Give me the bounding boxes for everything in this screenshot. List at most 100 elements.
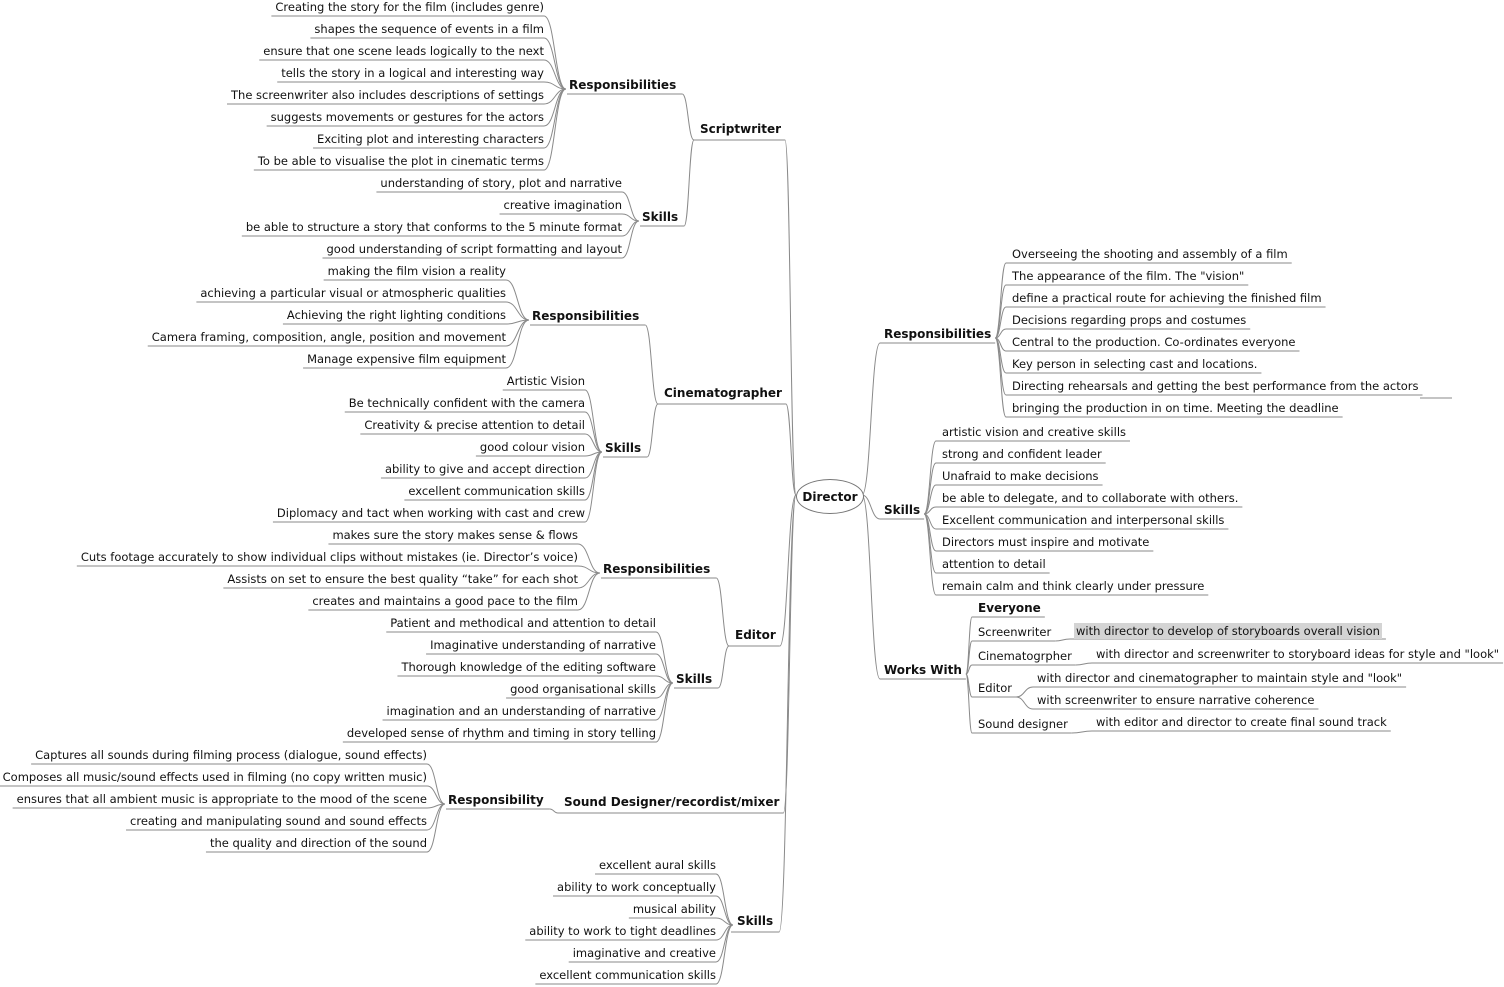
skills-group-item[interactable]: musical ability <box>632 902 716 916</box>
sound-designer-responsibility-item[interactable]: Composes all music/sound effects used in… <box>2 770 427 784</box>
director-skills-item[interactable]: strong and confident leader <box>942 447 1102 461</box>
editor-skills-item[interactable]: Patient and methodical and attention to … <box>390 616 656 630</box>
editor-skills-item[interactable]: Thorough knowledge of the editing softwa… <box>401 660 656 674</box>
cinematographer-responsibilities-item[interactable]: making the film vision a reality <box>327 264 506 278</box>
sound-designer-responsibility[interactable]: Responsibility <box>448 793 544 807</box>
director-responsibilities-item[interactable]: bringing the production in on time. Meet… <box>1012 401 1339 415</box>
director-skills-edge <box>924 506 937 515</box>
director-skills-item[interactable]: Excellent communication and interpersona… <box>942 513 1225 527</box>
skills-group-item[interactable]: ability to work to tight deadlines <box>529 924 716 938</box>
root-node-director[interactable]: Director <box>796 479 864 514</box>
editor-skills-item[interactable]: good organisational skills <box>510 682 656 696</box>
scriptwriter-responsibilities-edge <box>543 37 567 90</box>
skills-group-item[interactable]: excellent aural skills <box>599 858 716 872</box>
director-skills[interactable]: Skills <box>884 503 921 517</box>
branch-sound-designer[interactable]: Sound Designer/recordist/mixer <box>564 795 780 809</box>
sound-designer-responsibility-item[interactable]: ensures that all ambient music is approp… <box>16 792 427 806</box>
scriptwriter-responsibilities-item[interactable]: suggests movements or gestures for the a… <box>270 110 544 124</box>
cinematographer-skills-item[interactable]: excellent communication skills <box>408 484 585 498</box>
cinematographer-responsibilities[interactable]: Responsibilities <box>532 309 640 323</box>
skills-group-item[interactable]: excellent communication skills <box>539 968 716 982</box>
cinematographer-responsibilities-item[interactable]: achieving a particular visual or atmosph… <box>200 286 506 300</box>
editor-responsibilities-item[interactable]: Cuts footage accurately to show individu… <box>80 550 578 564</box>
works-with-sound-designer[interactable]: Sound designer <box>978 717 1068 731</box>
director-responsibilities-item[interactable]: Overseeing the shooting and assembly of … <box>1012 247 1288 261</box>
director-skills-item[interactable]: artistic vision and creative skills <box>942 425 1126 439</box>
scriptwriter-responsibilities[interactable]: Responsibilities <box>569 78 677 92</box>
editor-skills-item[interactable]: developed sense of rhythm and timing in … <box>346 726 656 740</box>
director-responsibilities-item[interactable]: define a practical route for achieving t… <box>1012 291 1322 305</box>
director-responsibilities[interactable]: Responsibilities <box>884 327 992 341</box>
cinematographer-skills-edge <box>584 389 603 453</box>
cinematographer-responsibilities-item[interactable]: Achieving the right lighting conditions <box>286 308 506 322</box>
cinematographer-skills-item[interactable]: Be technically confident with the camera <box>348 396 585 410</box>
director-skills-item[interactable]: Unafraid to make decisions <box>942 469 1099 483</box>
editor-skills-item[interactable]: imagination and an understanding of narr… <box>386 704 656 718</box>
works-with-everyone[interactable]: Everyone <box>978 601 1041 615</box>
branch-editor[interactable]: Editor <box>735 628 776 642</box>
director-responsibilities-item[interactable]: Directing rehearsals and getting the bes… <box>1012 379 1419 393</box>
scriptwriter-responsibilities-item[interactable]: The screenwriter also includes descripti… <box>231 88 544 102</box>
skills-group-item[interactable]: imaginative and creative <box>572 946 716 960</box>
director-responsibilities-edge <box>994 337 1007 418</box>
scriptwriter-skills[interactable]: Skills <box>642 210 679 224</box>
editor-responsibilities[interactable]: Responsibilities <box>603 562 711 576</box>
editor-responsibilities-item[interactable]: creates and maintains a good pace to the… <box>312 594 578 608</box>
cinematographer-skills-item[interactable]: Artistic Vision <box>506 374 585 388</box>
works-with-screenwriter[interactable]: Screenwriter <box>978 625 1052 639</box>
scriptwriter-skills-item[interactable]: good understanding of script formatting … <box>326 242 622 256</box>
sound-designer-responsibility-item[interactable]: the quality and direction of the sound <box>209 836 427 850</box>
branch-skills[interactable]: Skills <box>737 914 774 928</box>
scriptwriter-responsibilities-item[interactable]: ensure that one scene leads logically to… <box>263 44 544 58</box>
cinematographer-skills-to-parent <box>646 403 659 458</box>
director-responsibilities-item[interactable]: Central to the production. Co-ordinates … <box>1012 335 1296 349</box>
director-responsibilities-item[interactable]: The appearance of the film. The "vision" <box>1012 269 1245 283</box>
branch-cinematographer[interactable]: Cinematographer <box>664 386 782 400</box>
works-with-cinematogrpher[interactable]: Cinematogrpher <box>978 649 1072 663</box>
scriptwriter-responsibilities-item[interactable]: Creating the story for the film (include… <box>275 0 544 14</box>
skills-group-edge <box>715 873 734 926</box>
editor-responsibilities-item[interactable]: makes sure the story makes sense & flows <box>332 528 578 542</box>
director-works-with[interactable]: Works With <box>884 663 962 677</box>
director-responsibilities-edge <box>994 337 1007 396</box>
director-skills-item[interactable]: Directors must inspire and motivate <box>942 535 1150 549</box>
director-skills-item[interactable]: remain calm and think clearly under pres… <box>942 579 1205 593</box>
cinematographer-responsibilities-item[interactable]: Camera framing, composition, angle, posi… <box>151 330 506 344</box>
scriptwriter-responsibilities-item[interactable]: tells the story in a logical and interes… <box>281 66 544 80</box>
cinematographer-skills-edge <box>584 411 603 453</box>
director-skills-item[interactable]: attention to detail <box>942 557 1046 571</box>
cinematographer-skills[interactable]: Skills <box>605 441 642 455</box>
works-with-note[interactable]: with screenwriter to ensure narrative co… <box>1037 693 1315 707</box>
director-responsibilities-item[interactable]: Decisions regarding props and costumes <box>1012 313 1247 327</box>
cinematographer-skills-item[interactable]: Diplomacy and tact when working with cas… <box>276 506 585 520</box>
works-with-note[interactable]: with editor and director to create final… <box>1096 715 1387 729</box>
director-skills-edge <box>923 513 937 574</box>
skills-group-item[interactable]: ability to work conceptually <box>557 880 716 894</box>
scriptwriter-responsibilities-item[interactable]: Exciting plot and interesting characters <box>317 132 544 146</box>
works-with-editor[interactable]: Editor <box>978 681 1013 695</box>
works-with-note[interactable]: with director and screenwriter to storyb… <box>1096 647 1500 661</box>
director-skills-item[interactable]: be able to delegate, and to collaborate … <box>942 491 1239 505</box>
scriptwriter-skills-item[interactable]: creative imagination <box>503 198 622 212</box>
works-with-note[interactable]: with director to develop of storyboards … <box>1074 623 1382 639</box>
cinematographer-skills-item[interactable]: ability to give and accept direction <box>384 462 585 476</box>
scriptwriter-skills-item[interactable]: be able to structure a story that confor… <box>245 220 622 234</box>
cinematographer-skills-item[interactable]: good colour vision <box>479 440 585 454</box>
works-with-note-edge <box>1015 686 1034 698</box>
editor-skills[interactable]: Skills <box>676 672 713 686</box>
editor-skills-item[interactable]: Imaginative understanding of narrative <box>430 638 656 652</box>
editor-responsibilities-item[interactable]: Assists on set to ensure the best qualit… <box>227 572 578 586</box>
director-skills-to-root <box>861 494 881 520</box>
sound-designer-responsibility-item[interactable]: Captures all sounds during filming proce… <box>35 748 427 762</box>
branch-scriptwriter[interactable]: Scriptwriter <box>700 122 782 136</box>
scriptwriter-skills-item[interactable]: understanding of story, plot and narrati… <box>380 176 622 190</box>
cinematographer-responsibilities-item[interactable]: Manage expensive film equipment <box>307 352 506 366</box>
cinematographer-to-root <box>785 403 797 496</box>
scriptwriter-responsibilities-item[interactable]: shapes the sequence of events in a film <box>314 22 544 36</box>
cinematographer-responsibilities-edge <box>505 319 530 369</box>
sound-designer-responsibility-item[interactable]: creating and manipulating sound and soun… <box>130 814 427 828</box>
cinematographer-skills-item[interactable]: Creativity & precise attention to detail <box>364 418 585 432</box>
scriptwriter-responsibilities-item[interactable]: To be able to visualise the plot in cine… <box>257 154 544 168</box>
director-responsibilities-item[interactable]: Key person in selecting cast and locatio… <box>1012 357 1258 371</box>
works-with-note[interactable]: with director and cinematographer to mai… <box>1037 671 1403 685</box>
